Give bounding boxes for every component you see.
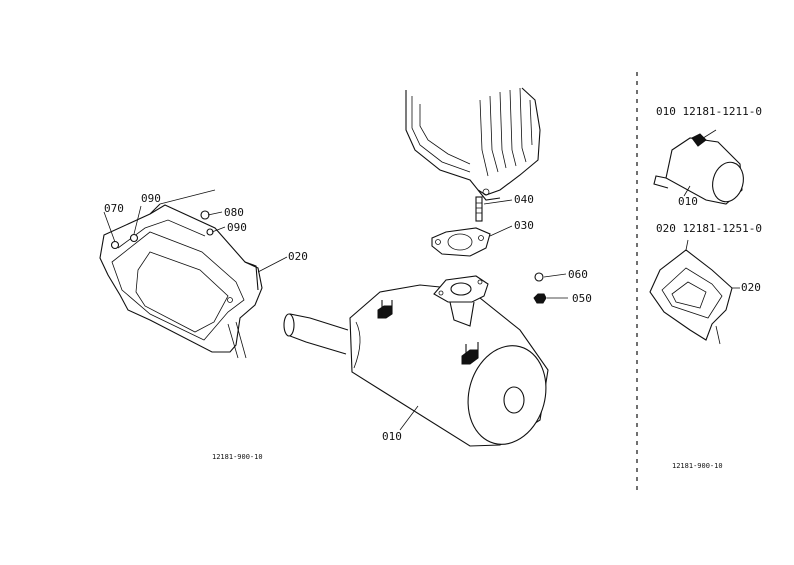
callout-060: 060 xyxy=(568,268,588,281)
callout-010-thumb: 010 xyxy=(678,195,698,208)
callout-040: 040 xyxy=(514,193,534,206)
callout-070: 070 xyxy=(104,202,124,215)
drawing-code-right: 12181-900-10 xyxy=(672,462,723,470)
drawing-code-left: 12181-900-10 xyxy=(212,453,263,461)
nut-washer xyxy=(533,272,568,304)
callout-020-left: 020 xyxy=(288,250,308,263)
stud-040 xyxy=(475,196,513,222)
callout-030: 030 xyxy=(514,219,534,232)
part-020-number: 020 12181-1251-0 xyxy=(656,222,762,235)
callout-020-thumb: 020 xyxy=(741,281,761,294)
shield-thumbnail xyxy=(649,239,740,345)
muffler-010 xyxy=(283,275,549,447)
callout-090-lower: 090 xyxy=(227,221,247,234)
muffler-thumbnail xyxy=(653,129,744,205)
callout-010-center: 010 xyxy=(382,430,402,443)
part-010-number: 010 12181-1211-0 xyxy=(656,105,762,118)
engine-manifold xyxy=(405,87,541,201)
callout-090-top: 090 xyxy=(141,192,161,205)
gasket-030 xyxy=(431,225,513,257)
callout-080: 080 xyxy=(224,206,244,219)
heat-shield-assembly xyxy=(99,189,288,359)
callout-050: 050 xyxy=(572,292,592,305)
